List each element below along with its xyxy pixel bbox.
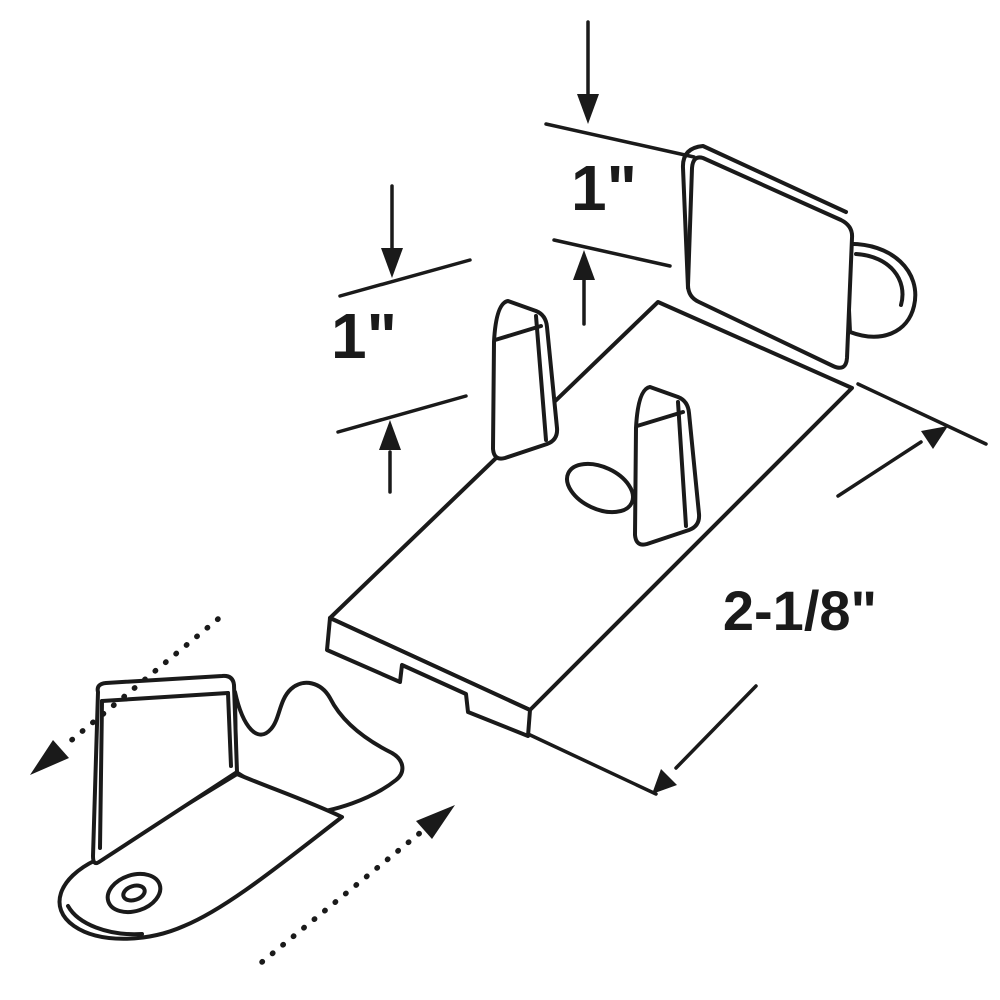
extension-line-upper (338, 258, 472, 298)
guide-prong-front-edge-line (534, 314, 548, 442)
guide-back-wall-thickness (680, 144, 848, 290)
arrow-up-right-shaft (836, 440, 923, 498)
arrow-down-left-shaft (674, 684, 758, 770)
guide-channel-end-face (325, 616, 532, 738)
base-plate-slot (565, 461, 635, 515)
bracket-wing (233, 680, 405, 816)
extension-line-lower (552, 238, 672, 268)
arrow-up-right-icon (921, 426, 948, 449)
dimension-side-height: 1" (331, 184, 472, 494)
dotted-arrow-down-right-icon (416, 805, 455, 839)
guide-prong-rear-edge-line (676, 400, 688, 528)
arrow-up-icon (379, 420, 401, 450)
bracket-screw-hole-inner (121, 883, 147, 903)
guide-prong-rear (633, 385, 702, 547)
dotted-arrow-up-left-icon (30, 740, 69, 775)
bracket-wall-top-inner-line (100, 691, 230, 703)
bracket-wall-left-inner-line (98, 699, 104, 850)
guide-prong-front-bevel-line (493, 324, 543, 342)
guide-back-wall (686, 155, 855, 370)
extension-line-lower (526, 732, 658, 796)
dimension-label-top: 1" (571, 152, 637, 224)
guide-prong-front (491, 299, 560, 461)
arrow-down-left-icon (652, 769, 677, 794)
arrow-up-icon (573, 250, 595, 280)
arrow-down-icon (577, 94, 599, 124)
floor-guide-part (325, 144, 918, 738)
dimension-label-length: 2-1/8" (723, 579, 877, 642)
dimension-label-side: 1" (331, 300, 397, 372)
arrow-down-icon (381, 248, 403, 278)
bracket-foot-thickness-line (66, 904, 144, 937)
motion-arrows (30, 616, 455, 965)
guide-prong-rear-bevel-line (635, 410, 685, 428)
guide-back-hook-inner-line (854, 252, 905, 307)
dimension-top-height: 1" (544, 20, 696, 326)
dotted-arrow-down-right-shaft (259, 825, 429, 965)
bracket-wall (91, 673, 239, 866)
extension-line-upper (856, 382, 988, 446)
floor-bracket-part (57, 673, 405, 941)
guide-back-hook (844, 241, 918, 339)
extension-line-lower (336, 394, 468, 434)
dimension-length: 2-1/8" (526, 382, 988, 796)
bracket-wall-right-inner-line (226, 691, 233, 768)
extension-line-upper (544, 122, 696, 159)
